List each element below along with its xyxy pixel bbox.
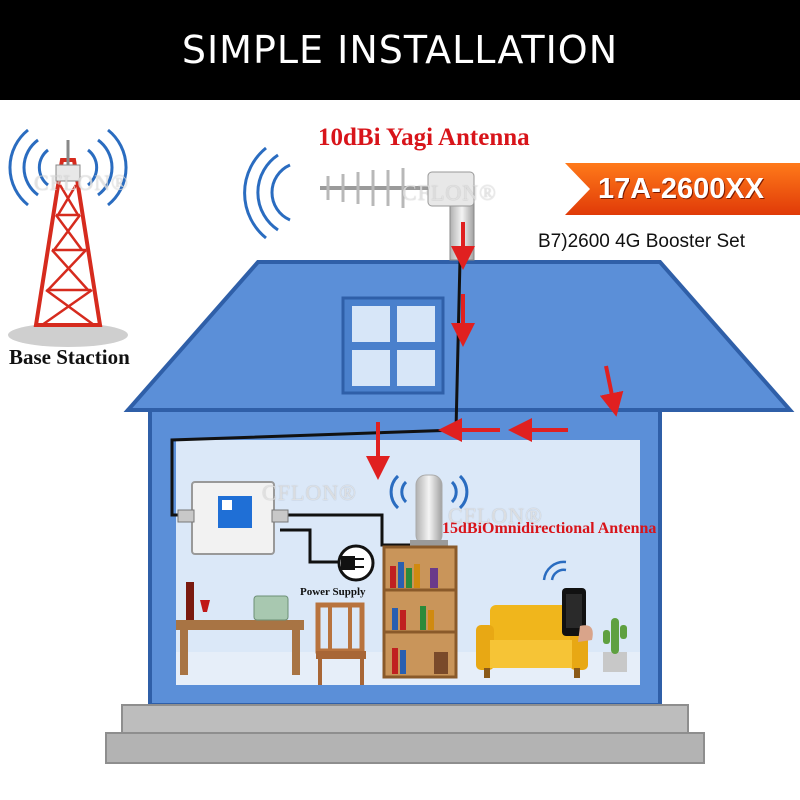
banner-title: SIMPLE INSTALLATION (181, 28, 619, 72)
model-subtitle: B7)2600 4G Booster Set (538, 231, 746, 252)
watermark: CFLON® (34, 170, 129, 195)
step-upper (121, 704, 689, 734)
power-plug-icon (337, 544, 375, 582)
base-station-label: Base Staction (9, 345, 130, 369)
yagi-antenna-label: 10dBi Yagi Antenna (318, 124, 530, 151)
top-banner: SIMPLE INSTALLATION (0, 0, 800, 100)
watermark: CFLON® (262, 480, 357, 505)
signal-flow-arrows (366, 222, 624, 480)
chair-icon (315, 602, 366, 685)
installation-scene (8, 128, 800, 764)
watermark: CFLON® (448, 503, 543, 528)
cell-tower-icon (8, 128, 128, 347)
yagi-antenna-icon (320, 168, 475, 261)
power-supply-label: Power Supply (300, 586, 366, 598)
watermark: CFLON® (402, 180, 497, 205)
omni-antenna-icon (389, 474, 469, 548)
signal-waves-icon (8, 128, 128, 207)
cactus-icon (603, 618, 627, 672)
bookshelf-icon (382, 545, 458, 679)
step-lower (105, 732, 705, 764)
omni-antenna-label: 15dBiOmnidirectional Antenna (442, 520, 657, 537)
booster-device-icon (177, 481, 289, 555)
model-number: 17A-2600XX (598, 173, 765, 205)
table-icon (176, 582, 304, 675)
smartphone-icon (542, 560, 593, 642)
signal-waves-icon (243, 146, 291, 240)
roof-window (341, 296, 445, 395)
model-badge (565, 163, 800, 215)
